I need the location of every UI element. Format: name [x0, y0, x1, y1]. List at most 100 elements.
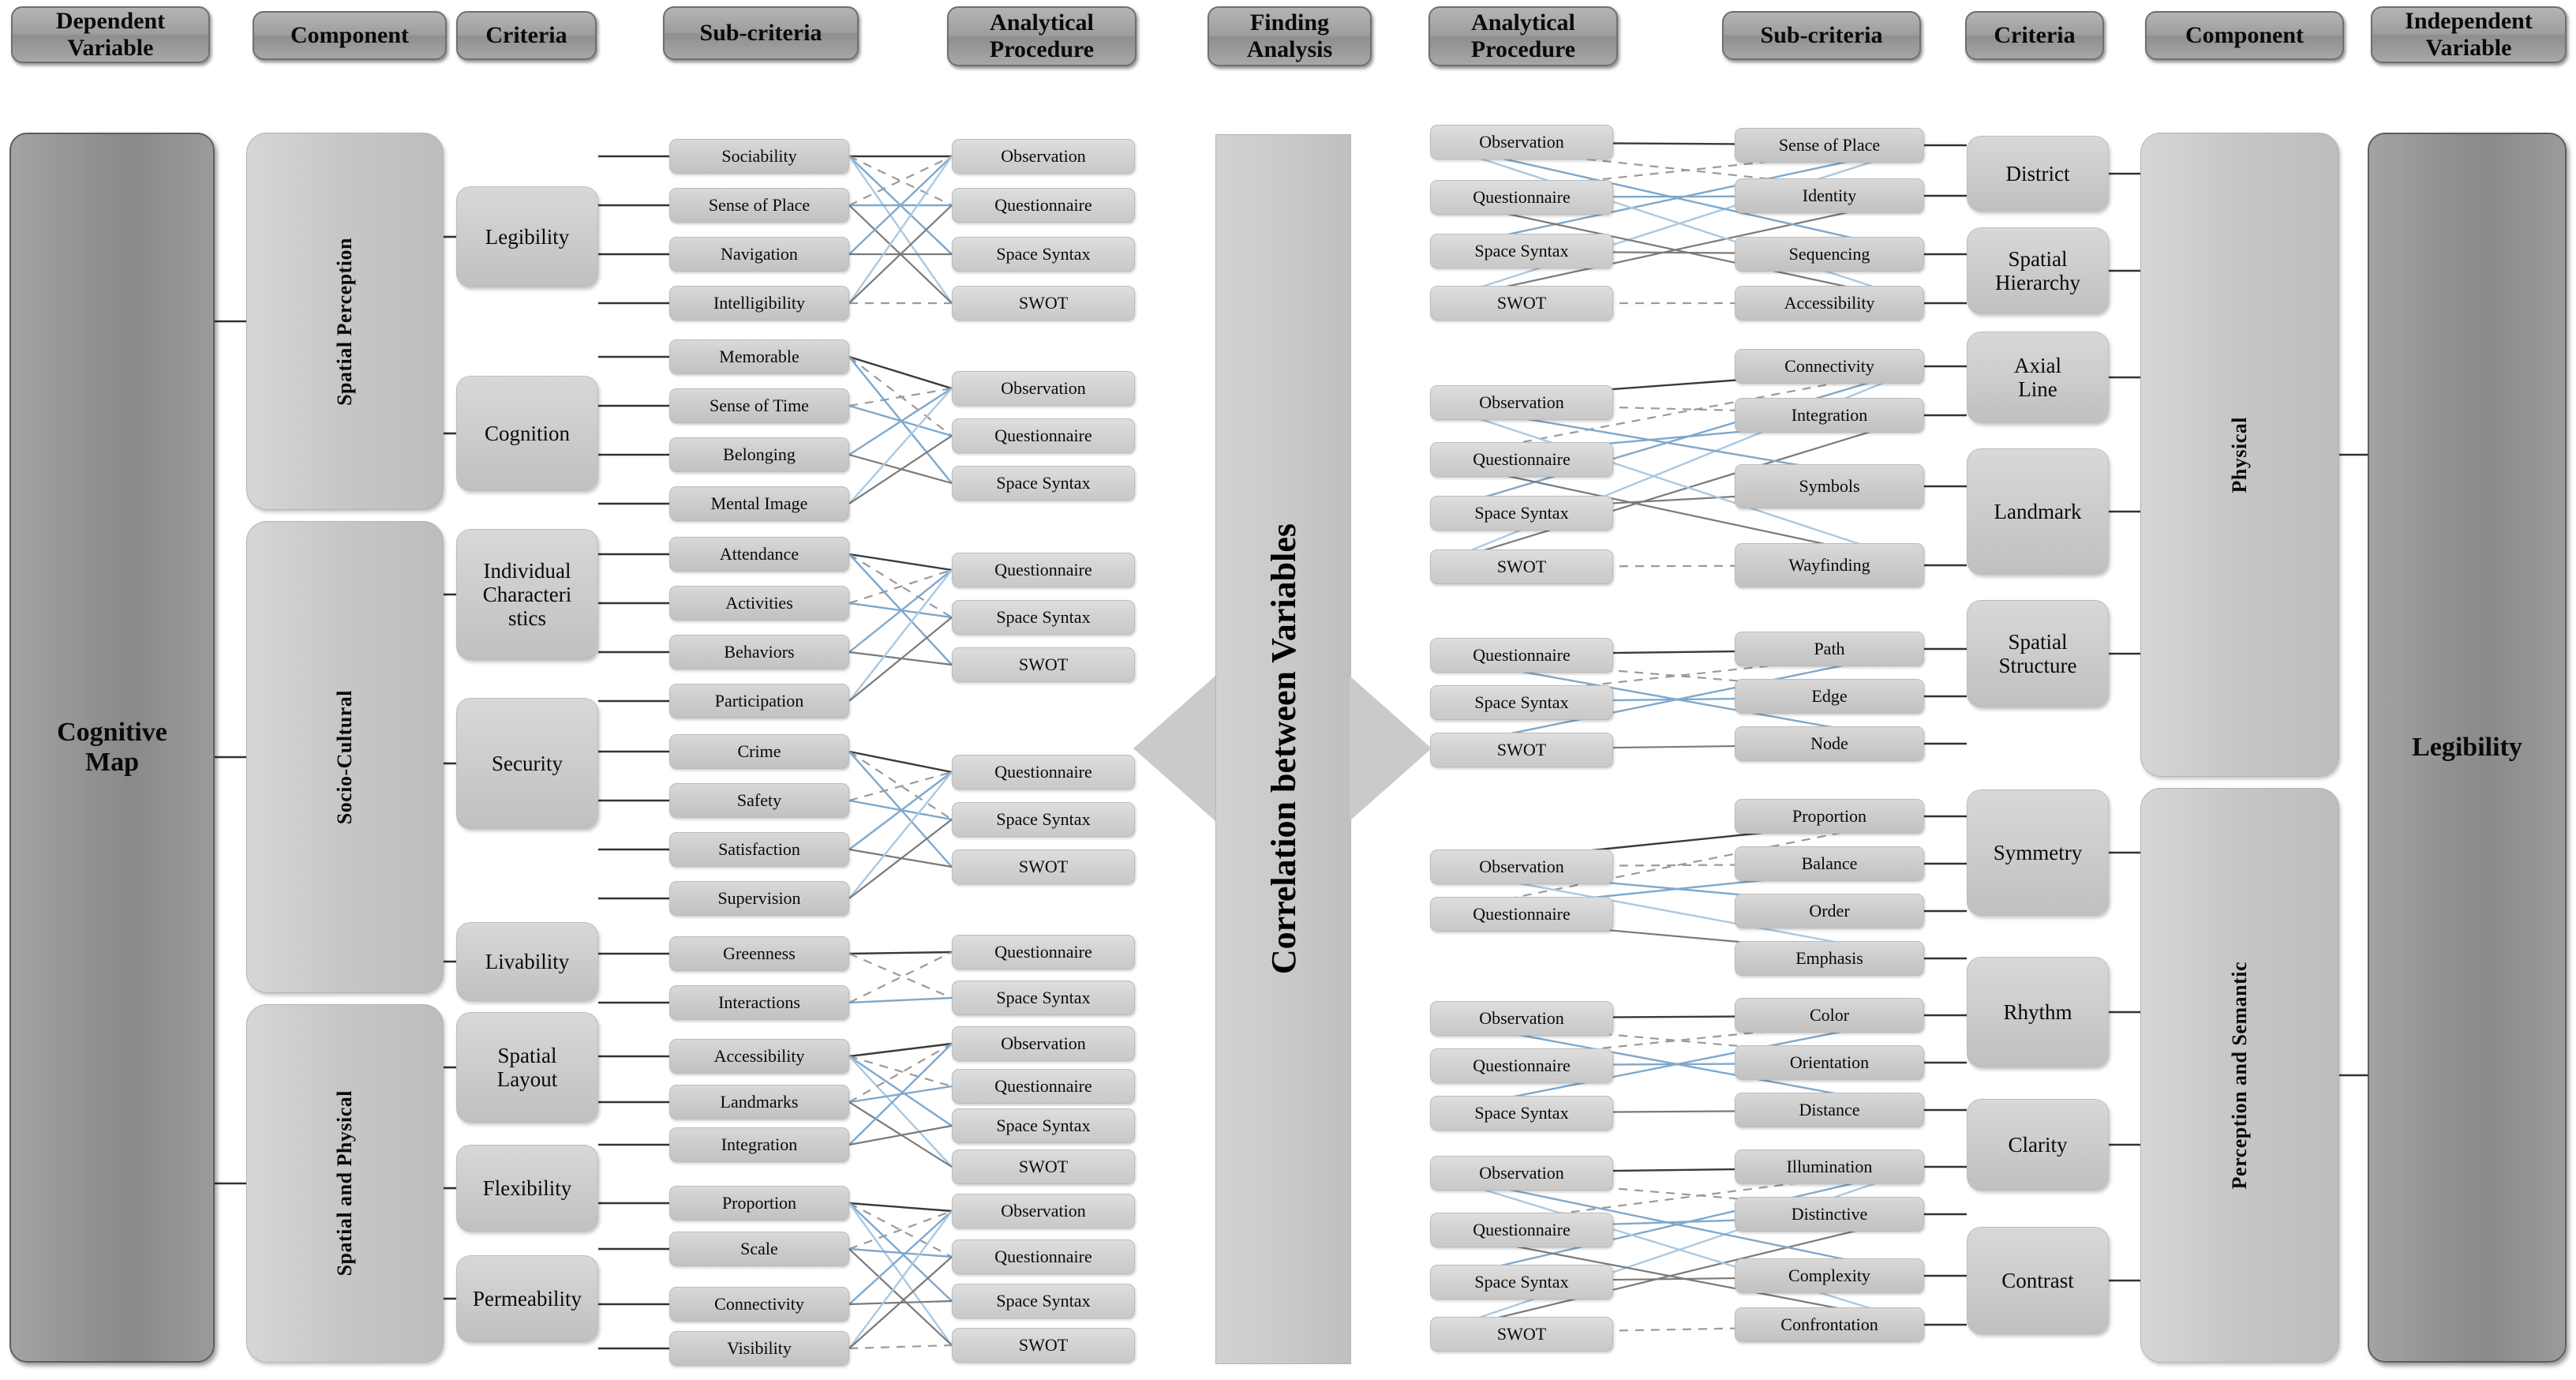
criteria-box: District — [1967, 136, 2109, 212]
subcriteria-box-label: Interactions — [718, 992, 800, 1012]
subcriteria-box-label: Participation — [714, 690, 804, 711]
subcriteria-box-label: Edge — [1811, 685, 1848, 706]
criteria-box-label: Security — [492, 751, 563, 775]
subcriteria-box-label: Visibility — [727, 1337, 792, 1358]
criteria-box: Permeability — [456, 1255, 598, 1342]
header-criteria: Criteria — [456, 11, 597, 60]
header-sub-criteria-label: Sub-criteria — [699, 20, 822, 47]
analytical-procedure-box-label: Questionnaire — [994, 559, 1092, 579]
analytical-procedure-box: Space Syntax — [952, 1284, 1135, 1318]
subcriteria-box: Integration — [669, 1127, 849, 1162]
analytical-procedure-box: Observation — [1430, 125, 1613, 159]
subcriteria-box: Proportion — [669, 1186, 849, 1221]
subcriteria-box: Intelligibility — [669, 286, 849, 321]
header-finding-analysis: Finding Analysis — [1208, 6, 1372, 66]
subcriteria-box: Safety — [669, 783, 849, 818]
independent-variable-pillar-label: Legibility — [2412, 732, 2522, 762]
subcriteria-box-label: Sense of Place — [708, 194, 811, 215]
analytical-procedure-box-label: Questionnaire — [1473, 644, 1571, 665]
analytical-procedure-box: Questionnaire — [1430, 442, 1613, 477]
subcriteria-box-label: Mental Image — [710, 493, 808, 513]
subcriteria-box: Crime — [669, 734, 849, 769]
subcriteria-box-label: Attendance — [719, 543, 799, 564]
analytical-procedure-box-label: SWOT — [1496, 739, 1547, 759]
subcriteria-box-label: Balance — [1801, 853, 1858, 873]
analytical-procedure-box: Observation — [952, 1026, 1135, 1061]
header-component-label: Component — [290, 22, 409, 49]
analytical-procedure-box-label: Observation — [1479, 856, 1564, 876]
criteria-box: Individual Characteri stics — [456, 529, 598, 660]
component-box: Socio-Cultural — [246, 521, 444, 993]
header-criteria-label: Criteria — [485, 22, 567, 49]
criteria-box-label: Axial Line — [2014, 353, 2061, 401]
analytical-procedure-box-label: Questionnaire — [1473, 903, 1571, 924]
analytical-procedure-box: SWOT — [952, 647, 1135, 682]
dependent-variable-pillar: Cognitive Map — [9, 133, 215, 1363]
analytical-procedure-box-label: Observation — [1001, 145, 1086, 166]
analytical-procedure-box: Questionnaire — [952, 188, 1135, 223]
header-dependent-variable-label: Dependent Variable — [55, 8, 166, 61]
criteria-box-label: Spatial Layout — [496, 1043, 558, 1091]
criteria-box-label: Clarity — [2008, 1132, 2068, 1157]
analytical-procedure-box: Space Syntax — [952, 237, 1135, 272]
subcriteria-box: Complexity — [1735, 1258, 1924, 1293]
subcriteria-box: Sense of Place — [1735, 128, 1924, 163]
analytical-procedure-box-label: Observation — [1479, 131, 1564, 152]
analytical-procedure-box: SWOT — [952, 286, 1135, 321]
analytical-procedure-box-label: Space Syntax — [996, 606, 1091, 627]
header-sub-criteria: Sub-criteria — [1722, 11, 1921, 60]
header-analytical-procedure: Analytical Procedure — [1428, 6, 1618, 66]
subcriteria-box-label: Identity — [1802, 185, 1857, 205]
analytical-procedure-box-label: Observation — [1001, 1200, 1086, 1221]
subcriteria-box: Orientation — [1735, 1045, 1924, 1080]
subcriteria-box: Belonging — [669, 437, 849, 472]
subcriteria-box-label: Proportion — [721, 1192, 797, 1213]
subcriteria-box-label: Scale — [740, 1238, 778, 1258]
analytical-procedure-box-label: SWOT — [1018, 292, 1069, 313]
subcriteria-box: Mental Image — [669, 486, 849, 521]
analytical-procedure-box: Space Syntax — [1430, 1265, 1613, 1299]
criteria-box-label: Legibility — [485, 224, 570, 249]
analytical-procedure-box-label: SWOT — [1018, 654, 1069, 674]
subcriteria-box-label: Connectivity — [1784, 355, 1874, 376]
subcriteria-box-label: Sociability — [721, 145, 797, 166]
criteria-box-label: Landmark — [1994, 499, 2082, 523]
subcriteria-box-label: Sense of Place — [1778, 134, 1881, 155]
subcriteria-box: Scale — [669, 1232, 849, 1266]
analytical-procedure-box-label: Space Syntax — [1474, 502, 1569, 523]
analytical-procedure-box-label: Questionnaire — [994, 1075, 1092, 1096]
criteria-box: Clarity — [1967, 1099, 2109, 1191]
component-box-label: Socio-Cultural — [333, 689, 357, 825]
analytical-procedure-box-label: Questionnaire — [994, 194, 1092, 215]
header-criteria: Criteria — [1965, 11, 2104, 60]
criteria-box-label: Individual Characteri stics — [482, 558, 572, 631]
subcriteria-box: Integration — [1735, 398, 1924, 433]
subcriteria-box-label: Order — [1809, 900, 1850, 921]
analytical-procedure-box-label: Space Syntax — [996, 1115, 1091, 1135]
subcriteria-box: Landmarks — [669, 1085, 849, 1119]
subcriteria-box: Balance — [1735, 846, 1924, 881]
subcriteria-box: Memorable — [669, 339, 849, 374]
subcriteria-box-label: Accessibility — [713, 1045, 805, 1066]
criteria-box: Legibility — [456, 186, 598, 287]
criteria-box-label: Symmetry — [1993, 840, 2083, 864]
subcriteria-box: Sense of Time — [669, 388, 849, 423]
analytical-procedure-box-label: SWOT — [1496, 556, 1547, 576]
header-dependent-variable: Dependent Variable — [11, 6, 210, 63]
analytical-procedure-box: Questionnaire — [1430, 1213, 1613, 1247]
header-sub-criteria: Sub-criteria — [663, 6, 859, 60]
subcriteria-box-label: Confrontation — [1780, 1314, 1878, 1334]
analytical-procedure-box-label: Space Syntax — [996, 1290, 1091, 1311]
analytical-procedure-box-label: SWOT — [1018, 856, 1069, 876]
analytical-procedure-box-label: Space Syntax — [996, 243, 1091, 264]
subcriteria-box-label: Navigation — [721, 243, 798, 264]
subcriteria-box: Edge — [1735, 679, 1924, 714]
criteria-box: Cognition — [456, 376, 598, 491]
analytical-procedure-box: SWOT — [1430, 733, 1613, 767]
header-analytical-procedure-label: Analytical Procedure — [989, 9, 1095, 62]
analytical-procedure-box: Questionnaire — [952, 755, 1135, 789]
subcriteria-box: Distance — [1735, 1093, 1924, 1127]
component-box: Physical — [2140, 133, 2339, 777]
analytical-procedure-box: SWOT — [1430, 1317, 1613, 1352]
